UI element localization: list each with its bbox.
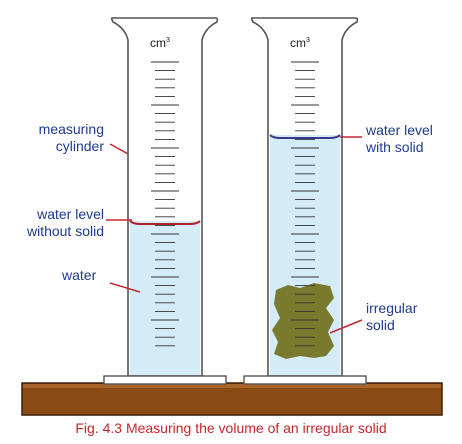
right-cylinder-base: [243, 375, 367, 385]
right-cylinder: [243, 17, 367, 385]
label-water-level-with-solid: water level with solid: [366, 122, 433, 155]
right-scale-ticks: [291, 61, 319, 347]
left-meniscus: [129, 220, 201, 225]
unit-right: cm3: [290, 36, 310, 50]
unit-left: cm3: [150, 36, 170, 50]
label-water: water: [62, 267, 97, 283]
bench-highlight: [23, 384, 441, 388]
bench-top: [21, 382, 443, 416]
right-meniscus: [269, 134, 341, 139]
left-water: [130, 221, 200, 378]
irregular-solid-shape: [272, 283, 334, 359]
left-cylinder-base: [103, 375, 227, 385]
left-cylinder: [103, 17, 227, 385]
left-scale-ticks: [151, 61, 179, 347]
figure-caption: Fig. 4.3 Measuring the volume of an irre…: [75, 420, 387, 436]
leader-water: [109, 282, 141, 293]
leader-irregular-solid: [329, 319, 363, 334]
leader-measuring-cylinder: [109, 143, 129, 155]
label-measuring-cylinder: measuring cylinder: [38, 121, 104, 154]
label-irregular-solid: irregular solid: [366, 300, 418, 333]
label-water-level-without-solid: water level without solid: [26, 206, 104, 239]
